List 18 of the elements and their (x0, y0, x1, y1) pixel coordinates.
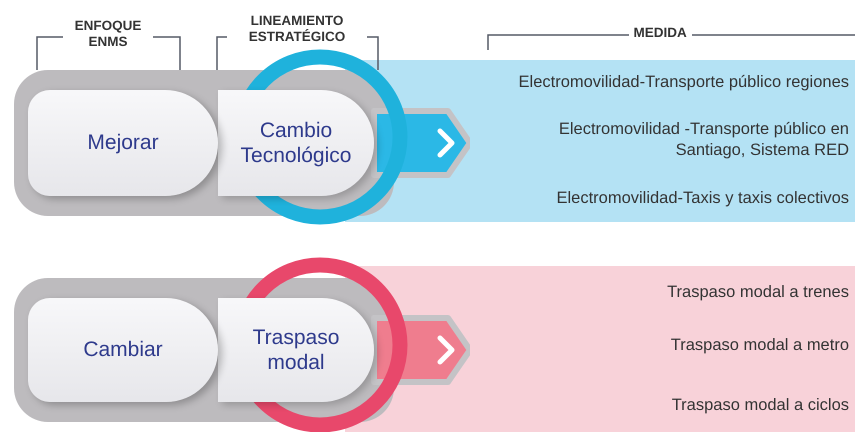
column-header: LINEAMIENTO ESTRATÉGICO (227, 13, 367, 44)
measures-band (470, 60, 855, 222)
pill-shape (218, 298, 374, 402)
measure-text: Electromovilidad-Taxis y taxis colectivos (556, 188, 849, 208)
pill-shape (28, 298, 218, 402)
pill-label: Cambio Tecnológico (240, 118, 352, 168)
pill-shape (28, 90, 218, 196)
measure-text: Electromovilidad-Transporte público regiones (518, 72, 849, 92)
measure-text: Traspaso modal a ciclos (672, 394, 849, 416)
column-header: ENFOQUE ENMS (63, 18, 153, 50)
measures-band (470, 266, 855, 432)
pill-label: Cambiar (83, 337, 163, 363)
pill-label: Mejorar (87, 130, 159, 156)
pill-shape (218, 90, 374, 196)
measure-text: Traspaso modal a metro (670, 334, 849, 356)
measure-text: Electromovilidad -Transporte público en Santiago, Sistema RED (558, 118, 849, 161)
measure-text: Traspaso modal a trenes (667, 282, 849, 302)
pill-label: Traspaso modal (252, 324, 340, 376)
